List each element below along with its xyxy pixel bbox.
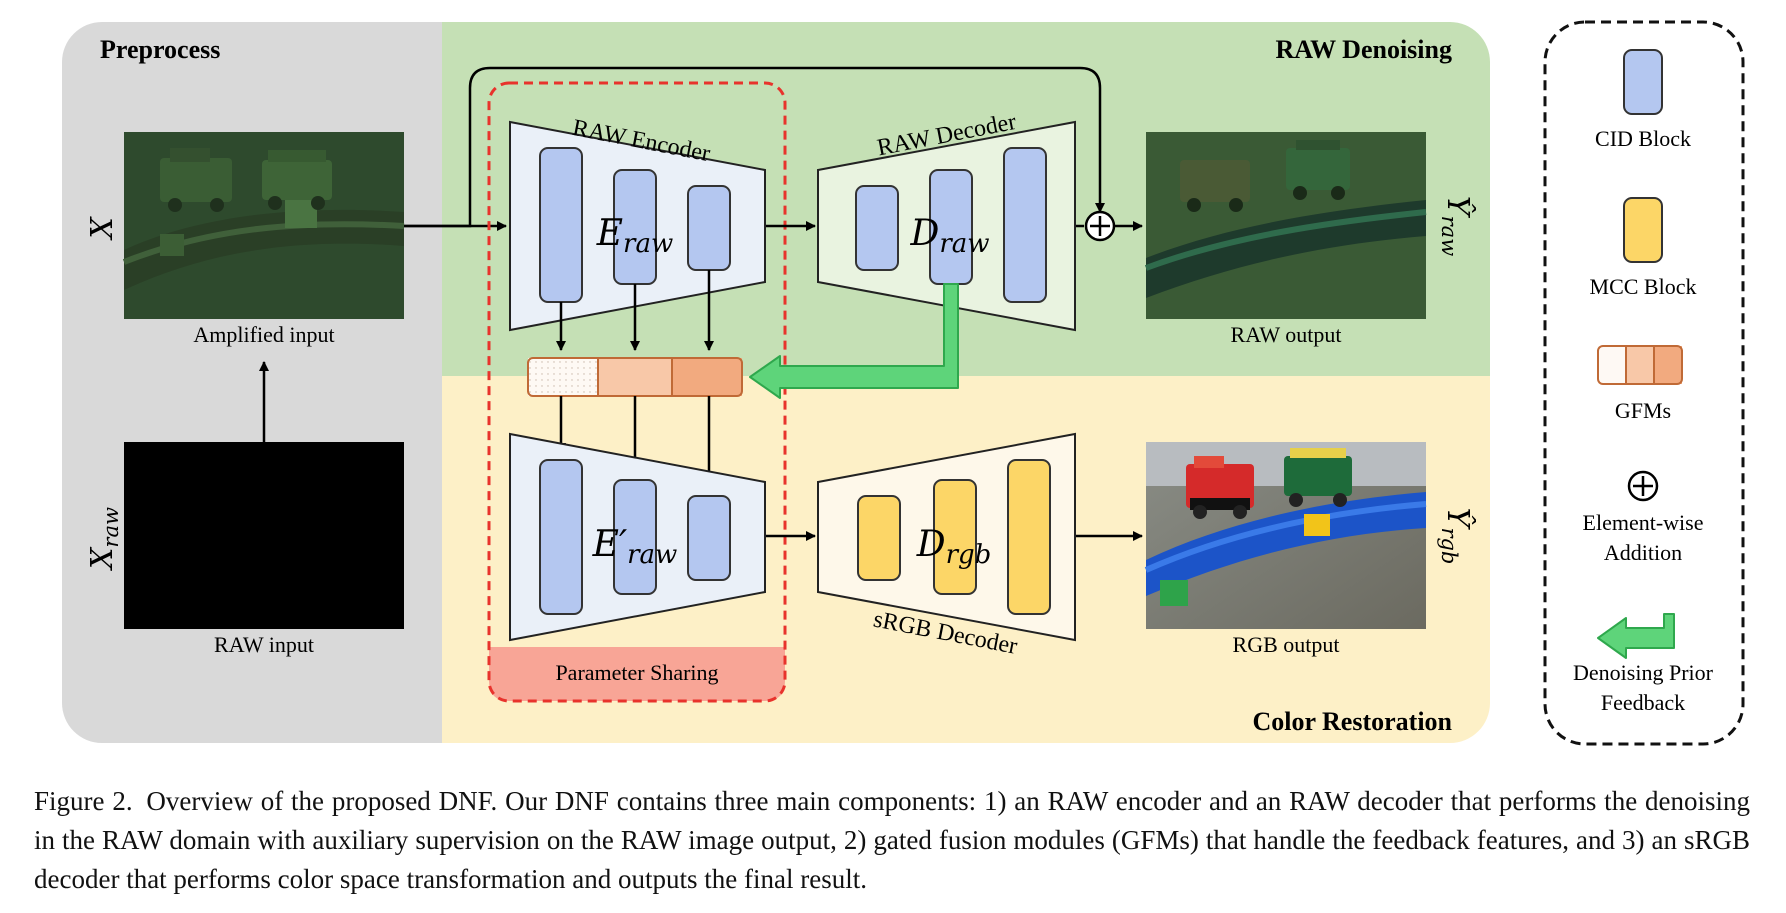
parameter-sharing-box: [487, 81, 787, 703]
gfm-bar: [527, 357, 743, 397]
legend-addition-label-2: Addition: [1604, 540, 1682, 565]
raw-input-image: [124, 442, 404, 629]
d-raw-symbol: Draw: [909, 213, 989, 259]
gfm-segment: [528, 358, 598, 396]
legend: CID Block MCC Block GFMs Element-wise Ad…: [1543, 20, 1745, 746]
legend-cid-block: [1623, 49, 1663, 115]
dnf-architecture-diagram: Preprocess RAW Denoising Color Restorati…: [62, 20, 1745, 746]
rgb-output-image: [1144, 442, 1427, 629]
cid-block: [539, 147, 583, 303]
parameter-sharing-fill: [489, 647, 785, 701]
color-restoration-title: Color Restoration: [1252, 707, 1452, 736]
denoising-prior-feedback-arrow: [749, 283, 959, 399]
srgb-decoder: [817, 432, 1076, 642]
raw-denoising-title: RAW Denoising: [1275, 35, 1452, 64]
legend-cid-label: CID Block: [1595, 126, 1691, 151]
skip-connection-arrow: [404, 66, 1105, 228]
legend-border: [1543, 20, 1745, 746]
legend-addition-icon: [1627, 470, 1659, 502]
e-raw-symbol: Eraw: [596, 213, 673, 259]
legend-mcc-block: [1623, 197, 1663, 263]
raw-output-image: [1144, 132, 1427, 319]
raw-encoder-shared: [509, 432, 766, 642]
figure-number: Figure 2.: [34, 786, 133, 816]
legend-gfm-icon: [1597, 345, 1683, 385]
amplified-input-label: Amplified input: [193, 322, 334, 347]
cid-block: [539, 459, 583, 615]
amplified-input-image: [122, 132, 405, 319]
cid-block: [1003, 147, 1047, 303]
gfm-segment: [672, 358, 742, 396]
raw-input-label: RAW input: [214, 632, 314, 657]
x-label: X: [85, 216, 120, 241]
legend-mcc-label: MCC Block: [1590, 274, 1697, 299]
legend-feedback-label-1: Denoising Prior: [1573, 660, 1714, 685]
d-rgb-symbol: Drgb: [916, 524, 992, 570]
x-raw-label: Xraw: [85, 507, 123, 571]
cid-block: [687, 495, 731, 581]
cid-block: [613, 479, 657, 595]
element-wise-addition-icon: [1084, 210, 1116, 242]
raw-encoder: [509, 120, 766, 332]
raw-decoder: [817, 120, 1076, 332]
raw-output-label: RAW output: [1231, 322, 1342, 347]
gfm-segment: [598, 358, 672, 396]
mcc-block: [933, 479, 977, 595]
cid-block: [855, 185, 899, 271]
mcc-block: [857, 495, 901, 581]
mcc-block: [1007, 459, 1051, 615]
legend-feedback-label-2: Feedback: [1601, 690, 1685, 715]
legend-gfm-label: GFMs: [1615, 398, 1671, 423]
legend-feedback-icon: [1597, 613, 1675, 659]
cid-block: [687, 185, 731, 271]
rgb-output-label: RGB output: [1233, 632, 1340, 657]
y-raw-label: Ŷraw: [1437, 196, 1476, 256]
caption-text: Overview of the proposed DNF. Our DNF co…: [34, 786, 1750, 894]
preprocess-title: Preprocess: [100, 35, 220, 64]
parameter-sharing-label: Parameter Sharing: [555, 660, 718, 685]
legend-addition-label-1: Element-wise: [1583, 510, 1704, 535]
figure-caption: Figure 2. Overview of the proposed DNF. …: [34, 782, 1750, 899]
e-raw-prime-symbol: E′raw: [592, 524, 678, 570]
y-rgb-label: Ŷrgb: [1437, 508, 1476, 565]
